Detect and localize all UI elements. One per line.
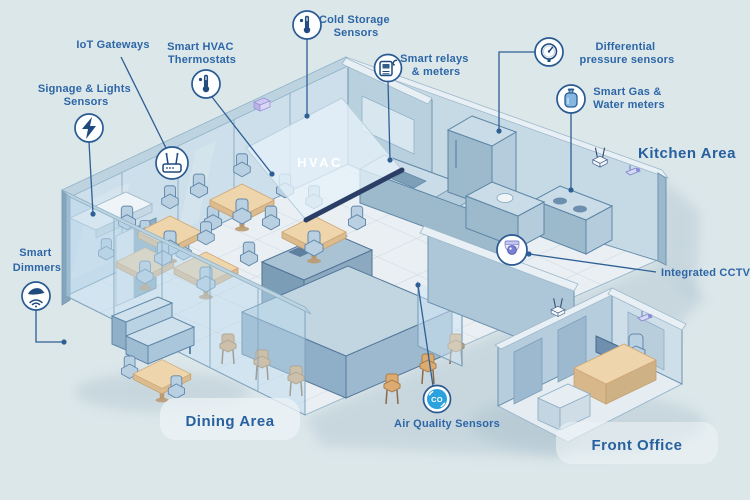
cctv-dome-icon (504, 240, 520, 255)
dining-area-label: Dining Area (185, 413, 274, 430)
lightning-icon (82, 117, 96, 139)
callout-label: Smart HVAC Thermostats (167, 41, 237, 66)
hvac-panel: HVAC (245, 97, 405, 223)
gauge-icon (540, 43, 558, 62)
callout-cold-storage: Cold Storage Sensors (292, 10, 393, 119)
callout-label: Differential pressure sensors (580, 41, 675, 66)
hvac-label: HVAC (297, 155, 343, 170)
wall-gateway-device (253, 97, 271, 112)
gas-cylinder-icon (564, 88, 578, 108)
stove (532, 185, 614, 255)
callout-air-quality: CO Air Quality Sensors (394, 282, 500, 430)
callout-smart-relays: Smart relays & meters (373, 53, 472, 163)
kitchen-area-label: Kitchen Area (638, 145, 736, 162)
callout-label: Cold Storage Sensors (319, 14, 393, 39)
callout-iot-gateways: IoT Gateways (76, 39, 189, 180)
callout-signage-lights: Signage & Lights Sensors (38, 83, 134, 217)
callout-label: Smart Gas & Water meters (593, 86, 665, 111)
callout-hvac-thermostats: Smart HVAC Thermostats (167, 41, 275, 177)
callout-gas-water: Smart Gas & Water meters (556, 84, 665, 193)
office-label-backdrop (556, 422, 718, 464)
relay-meter-icon (379, 59, 398, 77)
sink-island (464, 181, 546, 249)
co2-badge-text: CO (431, 395, 443, 404)
office-desk (572, 335, 658, 405)
callout-label: Air Quality Sensors (394, 418, 500, 430)
callout-label: Signage & Lights Sensors (38, 83, 134, 108)
callout-label: Smart Dimmers (13, 247, 61, 274)
router-icon (162, 153, 182, 173)
callout-smart-dimmers: Smart Dimmers (13, 247, 67, 345)
callout-integrated-cctv: Integrated CCTV (496, 234, 750, 279)
office-cabinet (536, 383, 592, 431)
front-office-label: Front Office (592, 437, 683, 454)
kitchen-interior (358, 115, 641, 260)
thermometer-icon (198, 74, 210, 93)
callout-differential-pressure: Differential pressure sensors (496, 37, 675, 134)
thermometer-icon (299, 15, 311, 34)
sofa (110, 296, 196, 371)
dining-label-backdrop (160, 398, 300, 440)
front-office (494, 287, 687, 443)
callout-label: Smart relays & meters (400, 53, 472, 78)
callout-label: IoT Gateways (76, 39, 149, 51)
callout-label: Integrated CCTV (661, 267, 750, 279)
dimmer-icon (28, 288, 45, 308)
outdoor-lounge (110, 296, 196, 403)
co2-icon: CO (427, 389, 447, 409)
hvac-edge (303, 167, 405, 223)
